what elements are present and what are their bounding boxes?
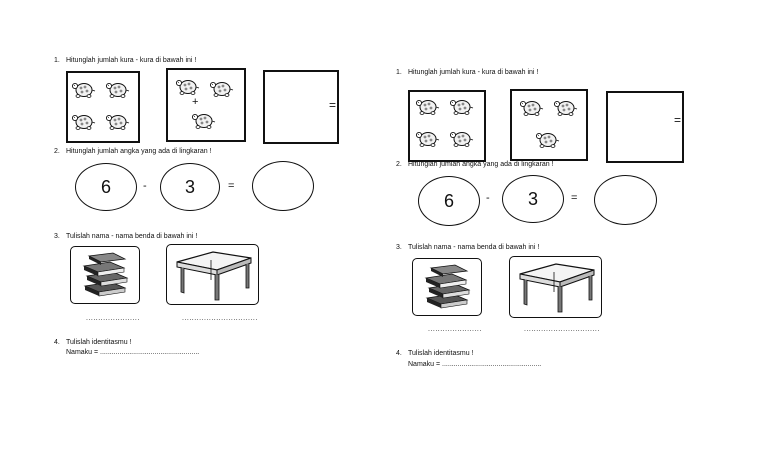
question-3: 3.Tulislah nama - nama benda di bawah in… xyxy=(54,233,198,240)
question-2: 2.Hitunglah jumlah angka yang ada di lin… xyxy=(396,161,554,168)
question-1: 1.Hitunglah jumlah kura - kura di bawah … xyxy=(396,69,539,76)
answer-blank-table[interactable]: ............................... xyxy=(182,315,258,322)
question-2: 2.Hitunglah jumlah angka yang ada di lin… xyxy=(54,148,212,155)
plus-sign: + xyxy=(192,96,199,108)
turtle-box-four xyxy=(408,90,486,162)
books-picture-box xyxy=(412,258,482,316)
turtle-box-four xyxy=(66,71,140,143)
circle-six: 6 xyxy=(418,176,480,226)
books-icon xyxy=(83,252,128,297)
books-picture-box xyxy=(70,246,140,304)
table-picture-box xyxy=(166,244,259,305)
circle-three: 3 xyxy=(502,175,564,223)
question-1: 1.Hitunglah jumlah kura - kura di bawah … xyxy=(54,57,197,64)
books-icon xyxy=(425,264,470,309)
turtle-group-three-icon xyxy=(175,79,234,129)
name-field[interactable]: Namaku = ...............................… xyxy=(66,349,200,356)
question-3: 3.Tulislah nama - nama benda di bawah in… xyxy=(396,244,540,251)
equals-sign: = xyxy=(329,98,337,112)
table-picture-box xyxy=(509,256,602,318)
answer-box-1[interactable]: = xyxy=(263,70,339,144)
question-4: 4.Tulislah identitasmu ! xyxy=(54,339,132,346)
answer-circle[interactable] xyxy=(594,175,657,225)
turtle-group-three-icon xyxy=(519,100,578,148)
worksheet-left: 1.Hitunglah jumlah kura - kura di bawah … xyxy=(54,57,339,356)
table-icon xyxy=(176,251,252,301)
answer-blank-table[interactable]: ............................... xyxy=(524,326,600,333)
question-4: 4.Tulislah identitasmu ! xyxy=(396,350,474,357)
table-icon xyxy=(519,263,595,313)
equals-sign: = xyxy=(674,113,682,127)
equals-sign-2: = xyxy=(571,192,578,204)
equals-sign-2: = xyxy=(228,180,235,192)
worksheet-right: 1.Hitunglah jumlah kura - kura di bawah … xyxy=(384,0,768,466)
answer-box-1[interactable]: = xyxy=(606,91,684,163)
turtle-group-four-icon xyxy=(415,99,474,147)
minus-sign: - xyxy=(143,180,147,192)
minus-sign: - xyxy=(486,192,490,204)
answer-blank-books[interactable]: ...................... xyxy=(86,315,140,322)
answer-blank-books[interactable]: ...................... xyxy=(428,326,482,333)
answer-circle[interactable] xyxy=(252,161,314,211)
turtle-box-three: + xyxy=(166,68,246,142)
turtle-box-three xyxy=(510,89,588,161)
circle-three: 3 xyxy=(160,163,220,211)
circle-six: 6 xyxy=(75,163,137,211)
turtle-group-four-icon xyxy=(71,82,130,130)
name-field[interactable]: Namaku = ...............................… xyxy=(408,361,542,368)
